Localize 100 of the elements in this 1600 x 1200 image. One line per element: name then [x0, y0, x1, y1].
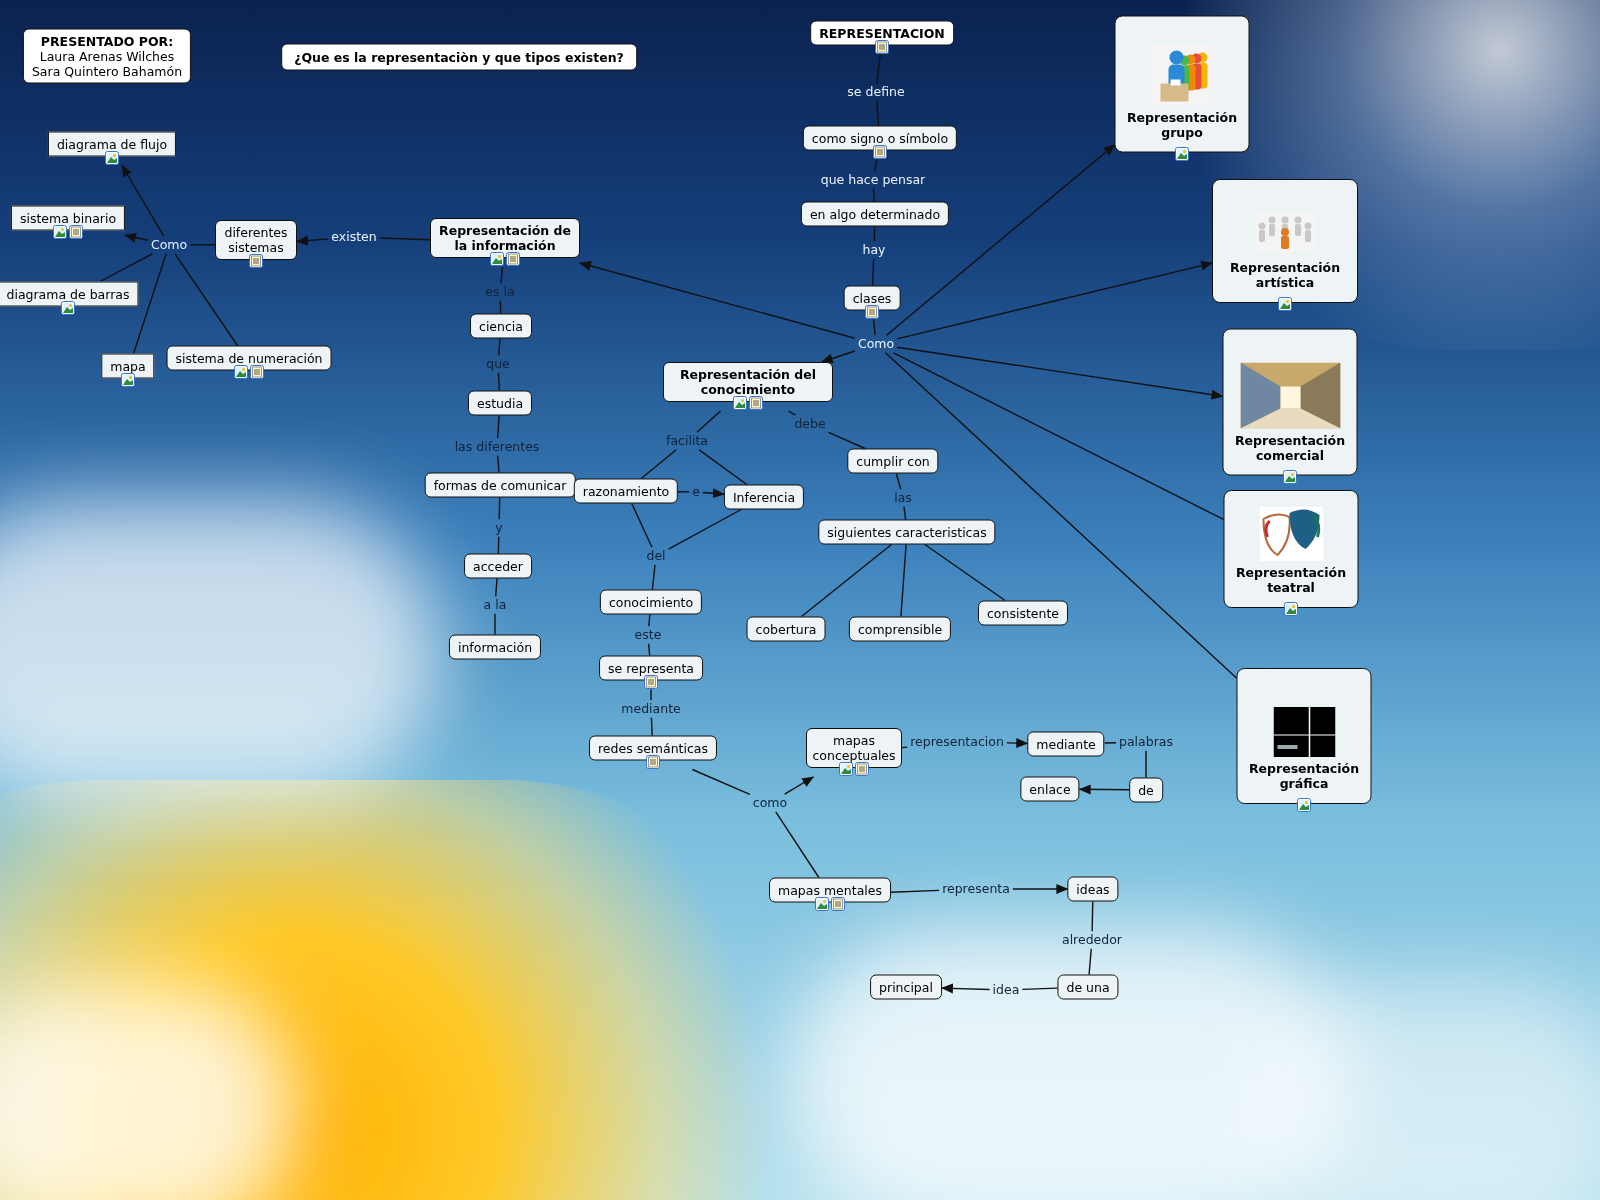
connector-line [498, 337, 501, 356]
connector-line [1145, 750, 1147, 779]
concept-box [746, 616, 826, 642]
concept-box [1020, 776, 1080, 802]
picture-concept-box [1222, 328, 1358, 476]
concept-box [843, 285, 901, 311]
connector-line [775, 811, 820, 879]
connector-line [650, 717, 653, 737]
connector-line [379, 237, 431, 241]
arrow [896, 260, 1213, 340]
concept-label: cumplir con [856, 453, 930, 469]
linking-phrase: se define [845, 84, 907, 100]
concept-label: como signo o símbolo [811, 130, 949, 146]
concept-label: diagrama de flujo [56, 136, 168, 152]
connector-line [132, 253, 167, 355]
connector-line [499, 300, 502, 315]
linking-phrase: como [750, 795, 790, 811]
concept-label: conocimiento [608, 594, 694, 610]
concept-label: Representación artística [1228, 260, 1342, 290]
concept-box [723, 484, 805, 510]
concept-label: de [1138, 782, 1154, 798]
connector-line [651, 564, 656, 591]
concept-label: redes semánticas [598, 740, 708, 756]
concept-label: razonamiento [582, 483, 670, 499]
connector-line [827, 431, 866, 450]
arrow [1006, 738, 1029, 749]
concept-label: principal [879, 979, 933, 995]
linking-phrase: es la [483, 284, 517, 300]
arrow [885, 144, 1116, 336]
concept-label: de una [1066, 979, 1110, 995]
concept-box [430, 218, 580, 258]
concept-box [1067, 876, 1119, 902]
connector-line [890, 889, 940, 893]
connector-line [631, 502, 653, 548]
connector-line [496, 414, 500, 439]
concept-box [1027, 731, 1105, 757]
arrow [896, 346, 1224, 400]
linking-phrase: debe [792, 416, 828, 432]
concept-box [800, 201, 950, 227]
connector-line [800, 543, 893, 618]
arrow [1012, 884, 1069, 894]
linking-phrase: este [632, 627, 664, 643]
linking-phrase: que [484, 356, 512, 372]
concept-box [10, 205, 126, 231]
connector-line [495, 577, 498, 597]
linking-phrase: palabras [1117, 734, 1175, 750]
concept-label: sistema binario [19, 210, 117, 226]
connector-line [901, 746, 908, 749]
concept-box [769, 877, 891, 903]
linking-phrase: facilita [664, 433, 710, 449]
linking-phrase: existen [329, 229, 379, 245]
arrow [702, 488, 725, 499]
concept-box [847, 448, 939, 474]
linking-phrase: representacion [908, 734, 1006, 750]
picture-concept-box [1236, 668, 1372, 804]
concept-label: en algo determinado [809, 206, 941, 222]
connector-line [698, 449, 748, 486]
concept-label: consistente [987, 605, 1059, 621]
connector-line [696, 410, 722, 433]
connector-line [1091, 900, 1094, 932]
picture-concept-box [1114, 15, 1250, 153]
linking-phrase: alrededor [1060, 932, 1124, 948]
connector-line [1104, 742, 1117, 744]
concept-label: Representación teatral [1234, 565, 1348, 595]
connector-line [498, 496, 501, 520]
concept-box [101, 353, 155, 379]
concept-box [806, 728, 902, 768]
concept-box [1057, 974, 1119, 1000]
concept-box [599, 589, 703, 615]
concept-label: diferentes sistemas [224, 225, 288, 255]
concept-box [0, 281, 139, 307]
connector-line [497, 536, 500, 555]
concept-box [573, 478, 679, 504]
concept-label: enlace [1029, 781, 1071, 797]
concept-label: Representación grupo [1125, 109, 1239, 140]
connector-line [872, 188, 875, 203]
connector-line [871, 258, 875, 287]
concept-label: cobertura [755, 621, 817, 637]
connector-line [189, 244, 216, 246]
connector-line [497, 455, 500, 474]
concept-box [47, 131, 177, 157]
linking-phrase: e [690, 484, 702, 500]
linking-phrase: idea [990, 982, 1022, 998]
connector-line [99, 253, 154, 283]
concept-box [1129, 777, 1163, 803]
connector-line [667, 508, 742, 550]
linking-phrase: las [892, 490, 914, 506]
concept-label: siguientes caracteristicas [827, 524, 987, 540]
connector-line [876, 53, 881, 84]
concept-box [467, 390, 533, 416]
concept-box [166, 345, 332, 371]
linking-phrase: que hace pensar [818, 172, 928, 188]
connector-line [924, 543, 1006, 602]
connector-line [787, 410, 797, 416]
concept-label: Representación comercial [1233, 432, 1347, 463]
concept-box [470, 313, 532, 339]
picture-concept-box [1212, 179, 1358, 303]
connector-line [1021, 987, 1059, 991]
concept-box [848, 616, 952, 642]
connector-line [872, 318, 876, 336]
